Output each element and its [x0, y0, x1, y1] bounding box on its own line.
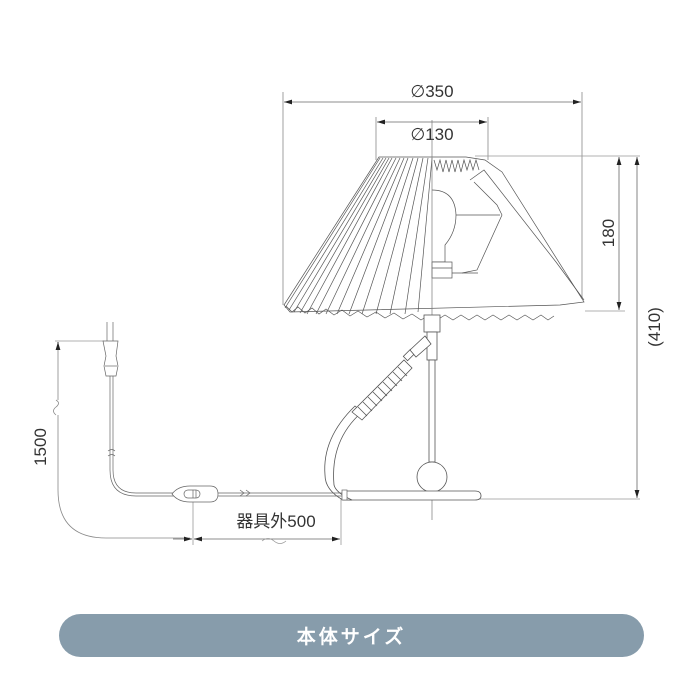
dim-label-410: (410) [645, 307, 664, 347]
dimension-overall-height: (410) [470, 157, 664, 500]
plug [102, 340, 119, 377]
lamp-shade [283, 156, 585, 321]
dim-label-1500: 1500 [31, 428, 50, 466]
dimension-cord-outside: 器具外500 [173, 495, 342, 545]
dimension-shade-bottom-diameter: ∅350 [282, 82, 583, 305]
section-label: 本体サイズ [296, 626, 407, 648]
dim-label-500: 器具外500 [236, 512, 315, 531]
lamp-body [324, 314, 482, 501]
ribbed-handle [351, 335, 432, 421]
dimension-cord-length: 1500 [31, 340, 190, 539]
dim-label-180: 180 [599, 219, 618, 247]
section-label-bar: 本体サイズ [59, 614, 644, 657]
dim-label-350: ∅350 [410, 82, 453, 101]
dimension-shade-height: 180 [475, 155, 640, 312]
power-cord [102, 322, 348, 503]
inline-switch [171, 485, 219, 503]
